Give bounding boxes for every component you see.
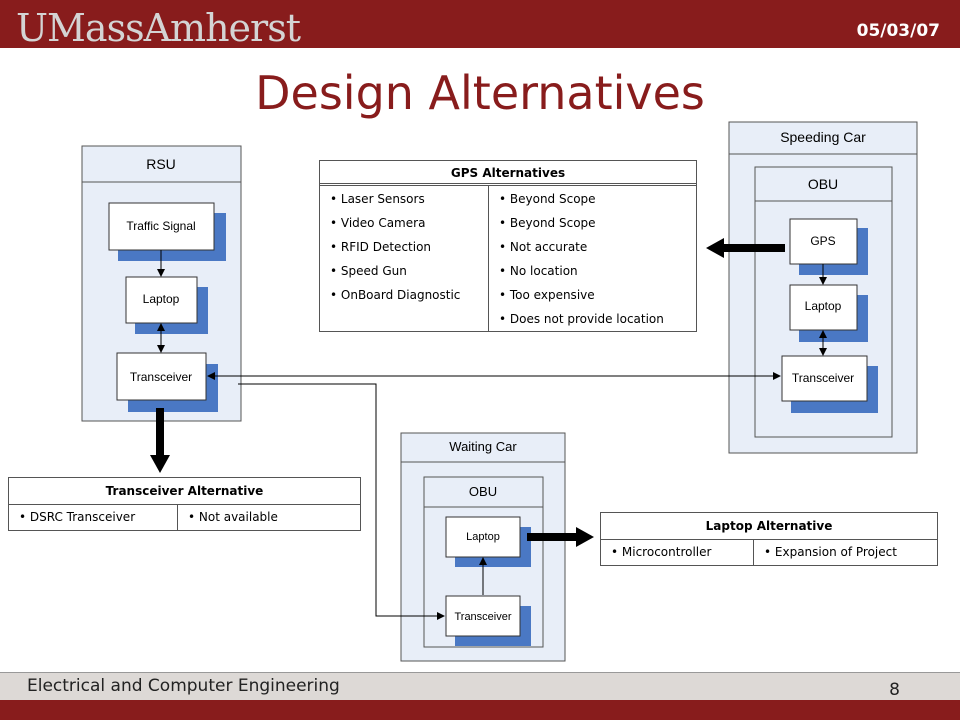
gps-reason: • Does not provide location — [499, 312, 664, 326]
waiting-car-transceiver-label: Transceiver — [454, 611, 511, 623]
speeding-car-transceiver-box: Transceiver — [781, 355, 878, 413]
gps-option: • OnBoard Diagnostic — [330, 288, 461, 302]
waiting-car-laptop-box: Laptop — [445, 516, 531, 567]
speeding-car-title: Speeding Car — [780, 129, 866, 145]
gps-option: • Video Camera — [330, 216, 426, 230]
gps-option: • Speed Gun — [330, 264, 407, 278]
waiting-car-obu-title: OBU — [469, 484, 497, 499]
transceiver-option: • DSRC Transceiver — [19, 510, 136, 524]
slide-date: 05/03/07 — [856, 21, 940, 41]
transceiver-reason: • Not available — [188, 510, 278, 524]
laptop-alternative-table: Laptop Alternative • Microcontroller • E… — [600, 512, 938, 566]
slide-title: Design Alternatives — [255, 66, 705, 120]
waiting-car-title: Waiting Car — [449, 439, 517, 454]
gps-option: • Laser Sensors — [330, 192, 425, 206]
rsu-title: RSU — [146, 156, 176, 172]
waiting-car-laptop-label: Laptop — [466, 531, 500, 543]
laptop-reason: • Expansion of Project — [764, 545, 897, 559]
footer-bar — [0, 672, 960, 701]
laptop-option: • Microcontroller — [611, 545, 712, 559]
bottom-bar — [0, 700, 960, 720]
transceiver-alternative-arrow — [150, 408, 170, 473]
page-number: 8 — [889, 680, 900, 700]
laptop-alternative-title: Laptop Alternative — [601, 513, 937, 540]
rsu-traffic-signal-box: Traffic Signal — [108, 202, 226, 261]
gps-reason: • Beyond Scope — [499, 216, 596, 230]
gps-alternative-arrow — [706, 238, 785, 258]
gps-reason: • No location — [499, 264, 578, 278]
transceiver-alternative-table: Transceiver Alternative • DSRC Transceiv… — [8, 477, 361, 531]
umass-logo: UMassAmherst — [16, 6, 301, 50]
speeding-car-laptop-box: Laptop — [789, 284, 868, 342]
footer-department: Electrical and Computer Engineering — [27, 676, 340, 696]
rsu-traffic-signal-label: Traffic Signal — [126, 219, 195, 233]
link-rsu-waiting-car — [238, 383, 445, 620]
rsu-transceiver-label: Transceiver — [130, 370, 192, 384]
laptop-alternative-arrow — [527, 527, 594, 547]
gps-alternatives-table: GPS Alternatives • Laser Sensors • Video… — [319, 160, 697, 332]
waiting-car-transceiver-box: Transceiver — [445, 595, 531, 646]
rsu-laptop-label: Laptop — [143, 292, 180, 306]
rsu-laptop-box: Laptop — [125, 276, 208, 334]
gps-reason: • Too expensive — [499, 288, 595, 302]
gps-option: • RFID Detection — [330, 240, 432, 254]
speeding-car-transceiver-label: Transceiver — [792, 371, 854, 385]
transceiver-alternative-title: Transceiver Alternative — [9, 478, 360, 505]
speeding-car-gps-label: GPS — [810, 234, 835, 248]
header-bar — [0, 0, 960, 48]
speeding-car-laptop-label: Laptop — [805, 299, 842, 313]
gps-reason: • Beyond Scope — [499, 192, 596, 206]
gps-reason: • Not accurate — [499, 240, 588, 254]
gps-alternatives-title: GPS Alternatives — [320, 161, 696, 186]
speeding-car-gps-box: GPS — [789, 218, 868, 275]
rsu-transceiver-box: Transceiver — [116, 352, 218, 412]
speeding-car-obu-title: OBU — [808, 176, 838, 192]
